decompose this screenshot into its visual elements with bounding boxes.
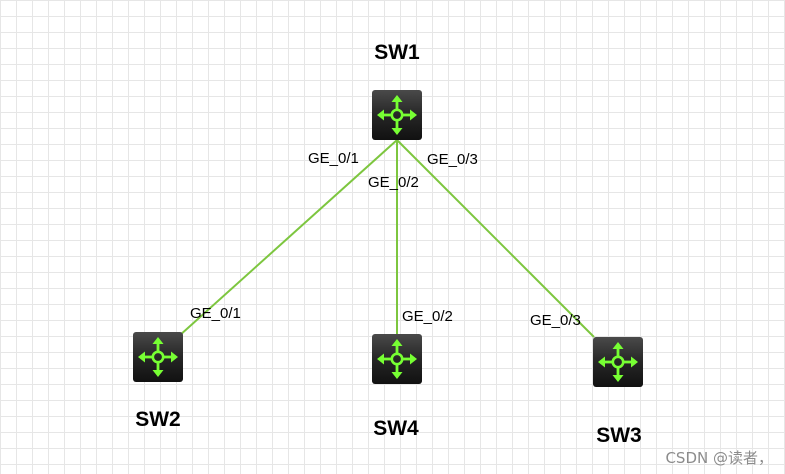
port-label-sw1-ge03: GE_0/3	[427, 151, 478, 168]
port-label-sw3-ge03: GE_0/3	[530, 312, 581, 329]
watermark: CSDN @读者，	[665, 449, 773, 467]
port-label-sw1-ge02: GE_0/2	[368, 174, 419, 191]
node-label-sw3: SW3	[596, 424, 642, 447]
switch-sw3[interactable]	[593, 337, 643, 387]
node-label-sw4: SW4	[373, 417, 419, 440]
port-label-sw1-ge01: GE_0/1	[308, 150, 359, 167]
switch-sw4[interactable]	[372, 334, 422, 384]
node-label-sw2: SW2	[135, 408, 181, 431]
link-sw1-sw2	[178, 139, 398, 337]
link-sw1-sw3	[396, 139, 595, 338]
switch-sw1[interactable]	[372, 90, 422, 140]
port-label-sw4-ge02: GE_0/2	[402, 308, 453, 325]
node-label-sw1: SW1	[374, 41, 420, 64]
port-label-sw2-ge01: GE_0/1	[190, 305, 241, 322]
switch-sw2[interactable]	[133, 332, 183, 382]
